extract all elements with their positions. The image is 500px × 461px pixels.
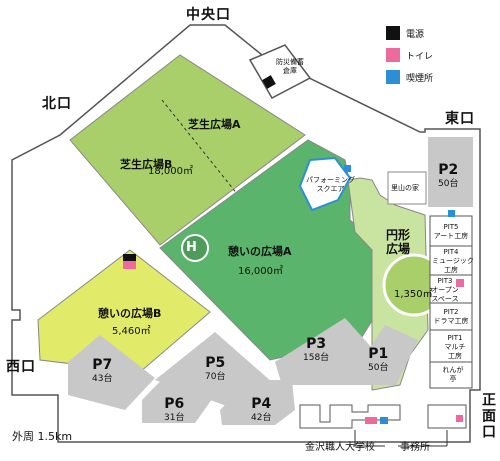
office-label: 事務所 xyxy=(400,442,430,453)
enkei-area: 1,350㎡ xyxy=(394,289,433,300)
gate-north-center-label: 中央口 xyxy=(186,7,231,23)
ikoi-a-label: 憩いの広場A xyxy=(228,245,292,258)
p6-lot xyxy=(142,366,215,423)
ikoi-b-area: 5,460㎡ xyxy=(112,326,151,337)
legend-item-power: 電源 xyxy=(386,22,433,44)
toilet-swatch xyxy=(386,48,400,62)
ikoi-b-toilet-mark xyxy=(123,261,136,269)
ikoi-b-area xyxy=(37,249,211,373)
power-swatch xyxy=(386,26,400,40)
bosai-label: 防災備蓄倉庫 xyxy=(276,58,304,75)
gate-north-label: 北口 xyxy=(42,96,72,112)
p2-lot xyxy=(428,137,473,207)
performing-square xyxy=(298,156,352,212)
pit-smoking-mark xyxy=(448,210,455,217)
lawn-divider xyxy=(161,99,239,196)
performing-smoking-mark xyxy=(344,165,351,172)
shiba-lawn xyxy=(69,54,306,246)
p7-lot xyxy=(68,335,155,410)
smoking-swatch xyxy=(386,70,400,84)
school-toilet-mark xyxy=(365,417,377,424)
shiba-b-area: 18,000㎡ xyxy=(148,166,193,177)
ikoi-b-label: 憩いの広場B xyxy=(98,307,162,320)
bosai-power-mark xyxy=(262,75,276,89)
ikoi-a-area: 16,000㎡ xyxy=(238,266,283,277)
gate-west-label: 西口 xyxy=(6,359,36,375)
legend-item-smoking: 喫煙所 xyxy=(386,66,433,88)
school-smoking-mark xyxy=(380,417,388,424)
heliport-icon: H xyxy=(186,240,197,255)
renga-tei-label: れんが亭 xyxy=(442,366,464,383)
satoyama-label: 里山の家 xyxy=(391,184,419,192)
p3-lot xyxy=(275,318,372,385)
shiba-a-label: 芝生広場A xyxy=(188,118,241,131)
shiba-b-label: 芝生広場B xyxy=(120,158,173,171)
office-building xyxy=(427,404,467,429)
office-toilet-mark xyxy=(456,415,463,422)
legend-item-toilet: トイレ xyxy=(386,44,433,66)
heliport-circle xyxy=(181,234,209,262)
gate-main-label: 正面口 xyxy=(480,392,496,440)
school-label: 金沢職人大学校 xyxy=(305,442,375,453)
satoyama-house xyxy=(387,171,427,205)
enkei-label: 円形広場 xyxy=(386,228,411,256)
school-building xyxy=(299,404,401,429)
legend: 電源 トイレ 喫煙所 xyxy=(386,22,433,88)
ikoi-b-power-mark xyxy=(123,254,136,261)
p4-lot xyxy=(220,380,295,425)
gate-east-label: 東口 xyxy=(445,111,475,127)
p1-lot xyxy=(345,325,418,385)
performing-label: パフォーミングスクエア xyxy=(306,176,355,193)
perimeter-label: 外周 1.5km xyxy=(12,430,73,443)
pit3-toilet-mark xyxy=(456,279,464,287)
